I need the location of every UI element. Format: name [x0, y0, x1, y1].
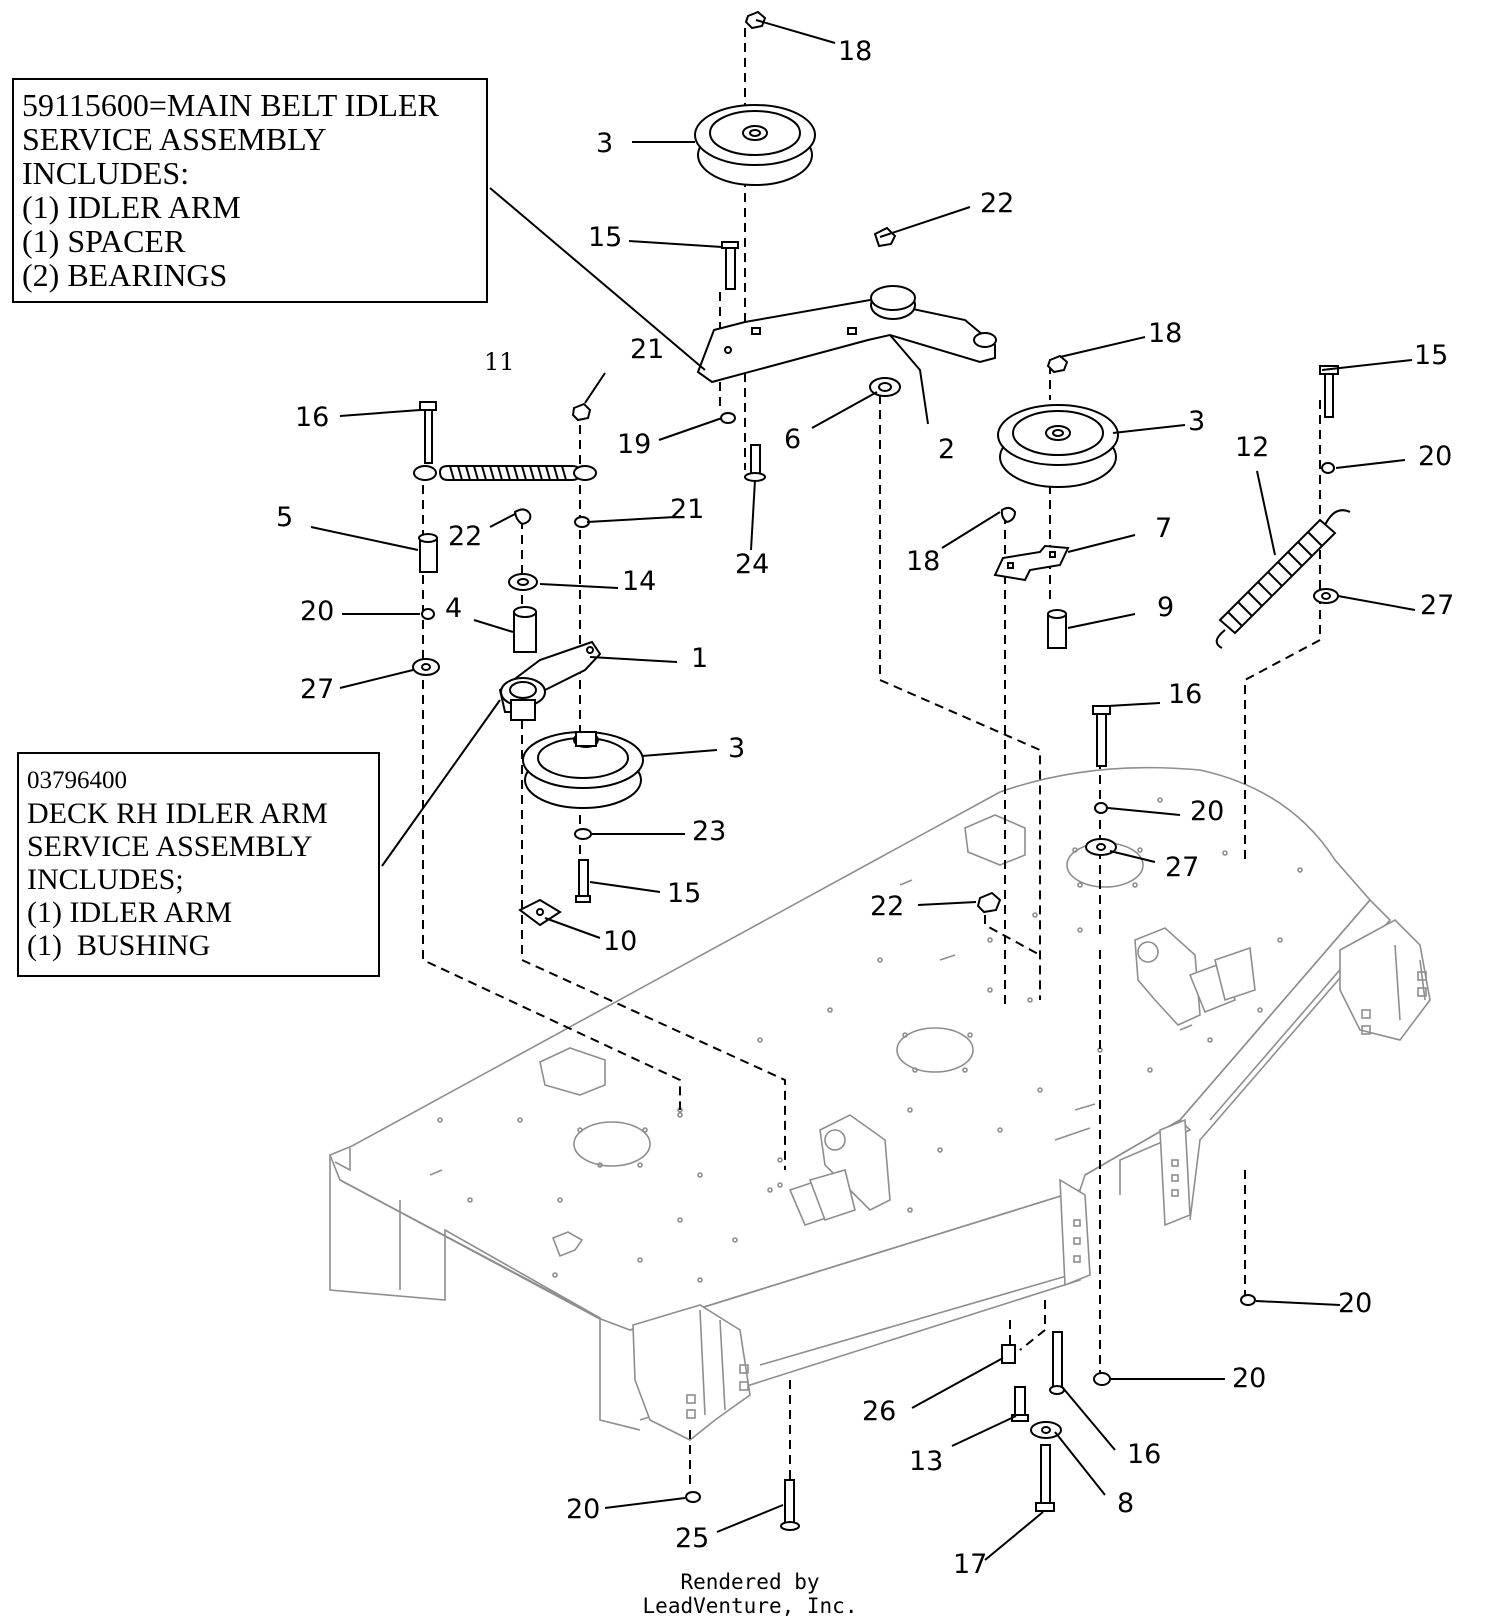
- label-20: 20: [566, 1494, 600, 1525]
- label-24: 24: [735, 549, 769, 580]
- assembly-lines: [422, 28, 1321, 1490]
- spring-12: [1215, 509, 1351, 649]
- label-1: 1: [691, 643, 708, 674]
- label-18: 18: [1148, 318, 1182, 349]
- label-22: 22: [448, 521, 482, 552]
- label-20: 20: [1418, 441, 1452, 472]
- label-17: 17: [953, 1549, 987, 1580]
- label-18: 18: [906, 546, 940, 577]
- label-22: 22: [980, 188, 1014, 219]
- callout-line: INCLUDES:: [22, 155, 190, 191]
- label-9: 9: [1157, 592, 1174, 623]
- label-4: 4: [445, 593, 462, 624]
- label-16: 16: [1168, 679, 1202, 710]
- callout-line: SERVICE ASSEMBLY: [27, 830, 313, 863]
- label-14: 14: [622, 566, 656, 597]
- label-15: 15: [588, 222, 622, 253]
- callout-line: INCLUDES;: [27, 863, 184, 896]
- label-15: 15: [1414, 340, 1448, 371]
- callout-line: (1) IDLER ARM: [27, 896, 232, 929]
- label-18: 18: [838, 36, 872, 67]
- rh-idler-arm: [498, 640, 602, 721]
- label-10: 10: [603, 926, 637, 957]
- label-20: 20: [1338, 1288, 1372, 1319]
- callout-line: (2) BEARINGS: [22, 257, 228, 293]
- label-12: 12: [1235, 432, 1269, 463]
- leader-lines: [310, 19, 1416, 1561]
- callout-line: SERVICE ASSEMBLY: [22, 121, 327, 157]
- label-2: 2: [938, 434, 955, 465]
- callout-line: DECK RH IDLER ARM: [27, 797, 328, 830]
- mower-deck: [328, 766, 1431, 1441]
- callout-line: (1) SPACER: [22, 223, 186, 259]
- label-13: 13: [909, 1446, 943, 1477]
- label-27: 27: [1165, 852, 1199, 883]
- label-16: 16: [295, 402, 329, 433]
- label-8: 8: [1117, 1488, 1134, 1519]
- main-idler-arm: [696, 285, 997, 384]
- pulley-top: [694, 104, 816, 186]
- footer-credit: Rendered by LeadVenture, Inc.: [642, 1570, 858, 1618]
- label-3: 3: [1188, 406, 1205, 437]
- callout-line: (1) BUSHING: [27, 929, 211, 962]
- label-27: 27: [300, 674, 334, 705]
- label-3: 3: [596, 128, 613, 159]
- label-27: 27: [1420, 590, 1454, 621]
- main-belt-idler-callout: 59115600=MAIN BELT IDLER SERVICE ASSEMBL…: [12, 78, 488, 303]
- label-25: 25: [675, 1523, 709, 1554]
- callout-line: 03796400: [27, 767, 127, 794]
- spring-11: [413, 465, 597, 481]
- pulley-lower-left: [522, 731, 644, 809]
- pulley-right: [997, 404, 1119, 488]
- label-5: 5: [276, 502, 293, 533]
- label-20: 20: [300, 596, 334, 627]
- deck-rh-idler-callout: 03796400 DECK RH IDLER ARM SERVICE ASSEM…: [17, 752, 380, 977]
- label-20: 20: [1190, 796, 1224, 827]
- label-16: 16: [1127, 1439, 1161, 1470]
- label-19: 19: [617, 429, 651, 460]
- label-20: 20: [1232, 1363, 1266, 1394]
- label-23: 23: [692, 816, 726, 847]
- callout-numbers: 18 3 22 15 18 15 21 11 16 19 6 2 3 12 20…: [276, 36, 1454, 1580]
- label-26: 26: [862, 1396, 896, 1427]
- label-21: 21: [630, 334, 664, 365]
- label-22: 22: [870, 891, 904, 922]
- callout-line: 59115600=MAIN BELT IDLER: [22, 87, 439, 123]
- callout-line: (1) IDLER ARM: [22, 189, 241, 225]
- label-11: 11: [484, 348, 515, 376]
- parts: [412, 10, 1351, 1531]
- label-21: 21: [670, 494, 704, 525]
- label-3: 3: [728, 733, 745, 764]
- label-6: 6: [784, 424, 801, 455]
- label-7: 7: [1155, 513, 1172, 544]
- label-15: 15: [667, 878, 701, 909]
